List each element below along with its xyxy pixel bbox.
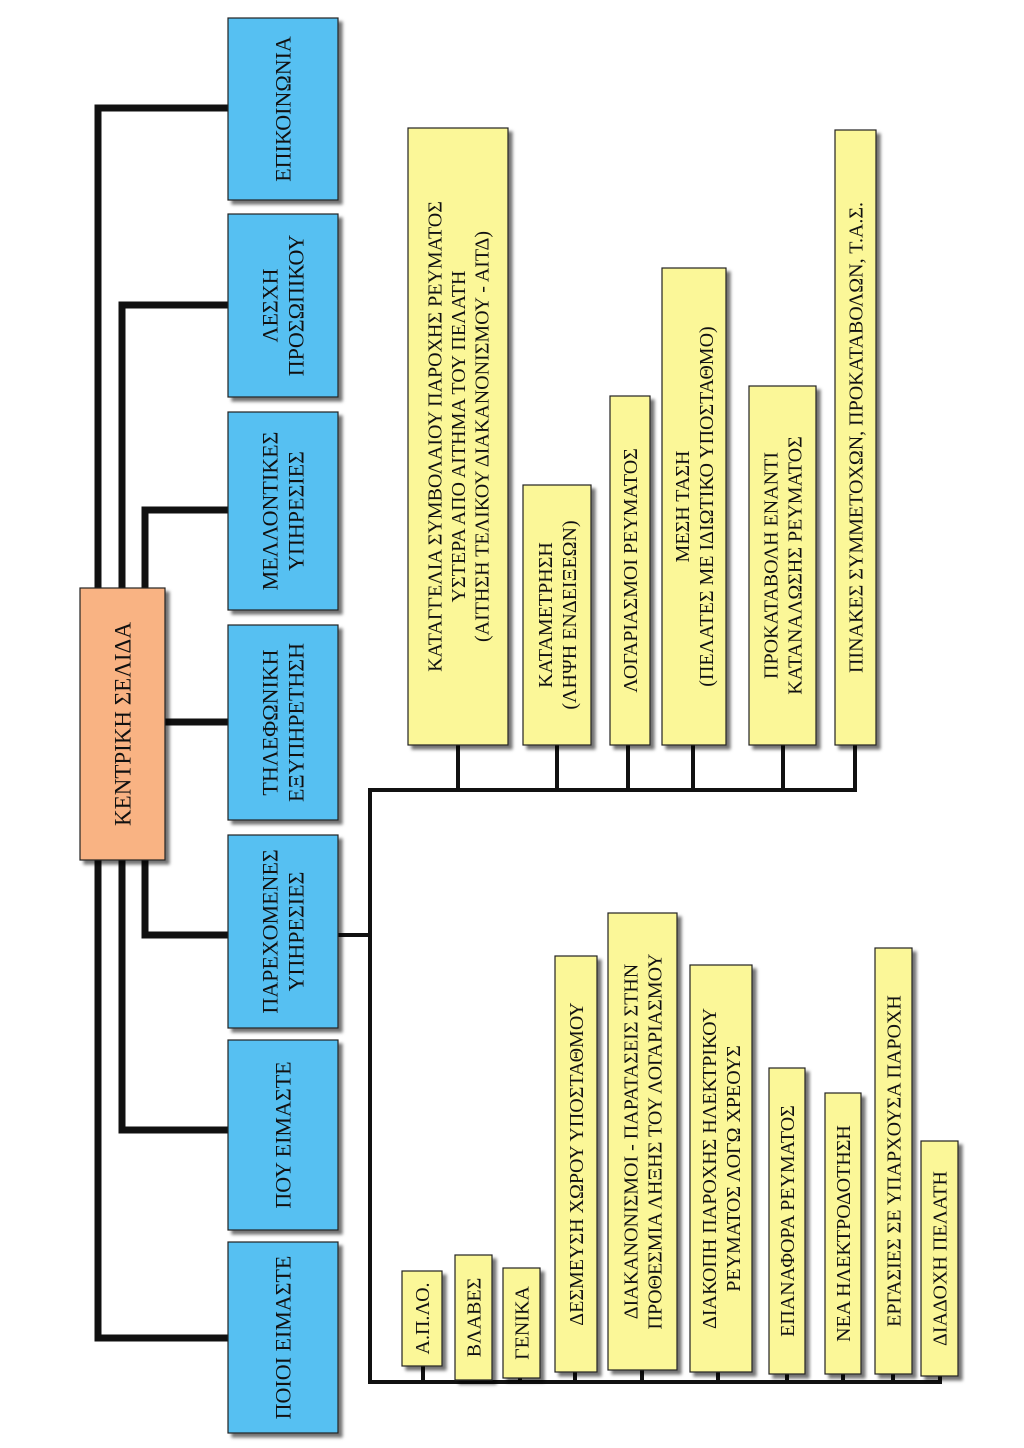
service-box-mesi-tasi[interactable]: ΜΕΣΗ ΤΑΣΗ(ΠΕΛΑΤΕΣ ΜΕ ΙΔΙΩΤΙΚΟ ΥΠΟΣΤΑΘΜΟ) <box>661 267 727 746</box>
main-box-tilefoniki-exypiretisi-label: ΤΗΛΕΦΩΝΙΚΗΕΞΥΠΗΡΕΤΗΣΗ <box>258 643 309 802</box>
service-box-pinakes-symmetochon-label: ΠΙΝΑΚΕΣ ΣΥΜΜΕΤΟΧΩΝ, ΠΡΟΚΑΤΑΒΟΛΩΝ, Τ.Α.Σ. <box>846 202 868 673</box>
main-box-poioi-eimaste[interactable]: ΠΟΙΟΙ ΕΙΜΑΣΤΕ <box>227 1241 339 1434</box>
service-box-aplo-label: Α.Π.ΛΟ. <box>412 1282 434 1354</box>
service-box-diakopi-parochis-label: ΔΙΑΚΟΠΗ ΠΑΡΟΧΗΣ ΗΛΕΚΤΡΙΚΟΥΡΕΥΜΑΤΟΣ ΛΟΓΩ … <box>699 1008 745 1329</box>
root-box-kentriki-selida[interactable]: ΚΕΝΤΡΙΚΗ ΣΕΛΙΔΑ <box>79 587 166 861</box>
root-box-kentriki-selida-label: ΚΕΝΤΡΙΚΗ ΣΕΛΙΔΑ <box>111 622 136 826</box>
connector-parechomenes <box>141 856 232 939</box>
main-box-tilefoniki-exypiretisi[interactable]: ΤΗΛΕΦΩΝΙΚΗΕΞΥΠΗΡΕΤΗΣΗ <box>227 624 339 821</box>
service-box-nea-ilektrodotisi[interactable]: ΝΕΑ ΗΛΕΚΤΡΟΔΟΤΗΣΗ <box>824 1092 862 1375</box>
service-box-katangelia-symvolaiou-label: ΚΑΤΑΓΓΕΛΙΑ ΣΥΜΒΟΛΑΙΟΥ ΠΑΡΟΧΗΣ ΡΕΥΜΑΤΟΣΥΣ… <box>424 201 493 672</box>
service-box-diadochi-pelati-label: ΔΙΑΔΟΧΗ ΠΕΛΑΤΗ <box>930 1171 952 1346</box>
main-box-parechomenes-ypiresies-label: ΠΑΡΕΧΟΜΕΝΕΣΥΠΗΡΕΣΙΕΣ <box>258 849 309 1013</box>
connector-lines <box>94 104 942 1384</box>
service-box-epanafora-revmatos-label: ΕΠΑΝΑΦΟΡΑ ΡΕΥΜΑΤΟΣ <box>777 1105 799 1337</box>
service-box-diakanonismoi[interactable]: ΔΙΑΚΑΝΟΝΙΣΜΟΙ - ΠΑΡΑΤΑΣΕΙΣ ΣΤΗΝΠΡΟΘΕΣΜΙΑ… <box>607 912 678 1371</box>
service-box-logariasmoi-revmatos[interactable]: ΛΟΓΑΡΙΑΣΜΟΙ ΡΕΥΜΑΤΟΣ <box>609 395 651 746</box>
service-box-desmefsi-chorou-label: ΔΕΣΜΕΥΣΗ ΧΩΡΟΥ ΥΠΟΣΤΑΘΜΟΥ <box>566 1002 588 1325</box>
connector-leschi <box>118 301 232 594</box>
service-box-nea-ilektrodotisi-label: ΝΕΑ ΗΛΕΚΤΡΟΔΟΤΗΣΗ <box>833 1125 855 1342</box>
service-box-diakopi-parochis[interactable]: ΔΙΑΚΟΠΗ ΠΑΡΟΧΗΣ ΗΛΕΚΤΡΙΚΟΥΡΕΥΜΑΤΟΣ ΛΟΓΩ … <box>689 964 753 1373</box>
service-box-vlaves[interactable]: ΒΛΑΒΕΣ <box>454 1254 493 1381</box>
main-box-mellontikes-ypiresies-label: ΜΕΛΛΟΝΤΙΚΕΣΥΠΗΡΕΣΙΕΣ <box>258 432 309 591</box>
service-box-mesi-tasi-label: ΜΕΣΗ ΤΑΣΗ(ΠΕΛΑΤΕΣ ΜΕ ΙΔΙΩΤΙΚΟ ΥΠΟΣΤΑΘΜΟ) <box>672 326 718 686</box>
connector-pou <box>118 856 232 1134</box>
service-box-ergasies-parochi[interactable]: ΕΡΓΑΣΙΕΣ ΣΕ ΥΠΑΡΧΟΥΣΑ ΠΑΡΟΧΗ <box>874 947 913 1375</box>
main-box-epikoinonia[interactable]: ΕΠΙΚΟΙΝΩΝΙΑ <box>227 17 339 201</box>
service-box-ergasies-parochi-label: ΕΡΓΑΣΙΕΣ ΣΕ ΥΠΑΡΧΟΥΣΑ ΠΑΡΟΧΗ <box>884 995 906 1327</box>
main-box-leschi-prosopikou[interactable]: ΛΕΣΧΗΠΡΟΣΩΠΙΚΟΥ <box>227 213 339 398</box>
main-box-poioi-eimaste-label: ΠΟΙΟΙ ΕΙΜΑΣΤΕ <box>271 1256 296 1420</box>
main-box-leschi-prosopikou-label: ΛΕΣΧΗΠΡΟΣΩΠΙΚΟΥ <box>258 235 309 377</box>
service-box-prokatavoli-label: ΠΡΟΚΑΤΑΒΟΛΗ ΕΝΑΝΤΙΚΑΤΑΝΑΛΩΣΗΣ ΡΕΥΜΑΤΟΣ <box>761 436 807 694</box>
service-box-prokatavoli[interactable]: ΠΡΟΚΑΤΑΒΟΛΗ ΕΝΑΝΤΙΚΑΤΑΝΑΛΩΣΗΣ ΡΕΥΜΑΤΟΣ <box>748 385 817 746</box>
service-box-desmefsi-chorou[interactable]: ΔΕΣΜΕΥΣΗ ΧΩΡΟΥ ΥΠΟΣΤΑΘΜΟΥ <box>554 955 598 1373</box>
service-box-logariasmoi-revmatos-label: ΛΟΓΑΡΙΑΣΜΟΙ ΡΕΥΜΑΤΟΣ <box>620 448 642 693</box>
main-box-pou-eimaste[interactable]: ΠΟΥ ΕΙΜΑΣΤΕ <box>227 1039 339 1231</box>
service-box-genika-label: ΓΕΝΙΚΑ <box>512 1286 534 1360</box>
service-box-genika[interactable]: ΓΕΝΙΚΑ <box>502 1267 541 1379</box>
main-box-parechomenes-ypiresies[interactable]: ΠΑΡΕΧΟΜΕΝΕΣΥΠΗΡΕΣΙΕΣ <box>227 834 339 1029</box>
service-box-diakanonismoi-label: ΔΙΑΚΑΝΟΝΙΣΜΟΙ - ΠΑΡΑΤΑΣΕΙΣ ΣΤΗΝΠΡΟΘΕΣΜΙΑ… <box>621 954 667 1330</box>
main-box-epikoinonia-label: ΕΠΙΚΟΙΝΩΝΙΑ <box>271 36 296 182</box>
service-box-pinakes-symmetochon[interactable]: ΠΙΝΑΚΕΣ ΣΥΜΜΕΤΟΧΩΝ, ΠΡΟΚΑΤΑΒΟΛΩΝ, Τ.Α.Σ. <box>834 129 877 746</box>
service-box-katangelia-symvolaiou[interactable]: ΚΑΤΑΓΓΕΛΙΑ ΣΥΜΒΟΛΑΙΟΥ ΠΑΡΟΧΗΣ ΡΕΥΜΑΤΟΣΥΣ… <box>407 127 509 746</box>
service-box-katametrisi-label: ΚΑΤΑΜΕΤΡΗΣΗ(ΛΗΨΗ ΕΝΔΕΙΞΕΩΝ) <box>535 520 581 709</box>
service-box-epanafora-revmatos[interactable]: ΕΠΑΝΑΦΟΡΑ ΡΕΥΜΑΤΟΣ <box>768 1067 806 1375</box>
service-box-aplo[interactable]: Α.Π.ΛΟ. <box>401 1270 443 1367</box>
service-box-vlaves-label: ΒΛΑΒΕΣ <box>464 1278 486 1357</box>
connector-mellontikes <box>141 506 232 594</box>
main-box-pou-eimaste-label: ΠΟΥ ΕΙΜΑΣΤΕ <box>271 1061 296 1208</box>
service-box-katametrisi[interactable]: ΚΑΤΑΜΕΤΡΗΣΗ(ΛΗΨΗ ΕΝΔΕΙΞΕΩΝ) <box>522 484 592 746</box>
connector-root-bottom <box>94 856 232 1342</box>
service-box-diadochi-pelati[interactable]: ΔΙΑΔΟΧΗ ΠΕΛΑΤΗ <box>920 1140 959 1377</box>
main-box-mellontikes-ypiresies[interactable]: ΜΕΛΛΟΝΤΙΚΕΣΥΠΗΡΕΣΙΕΣ <box>227 411 339 611</box>
